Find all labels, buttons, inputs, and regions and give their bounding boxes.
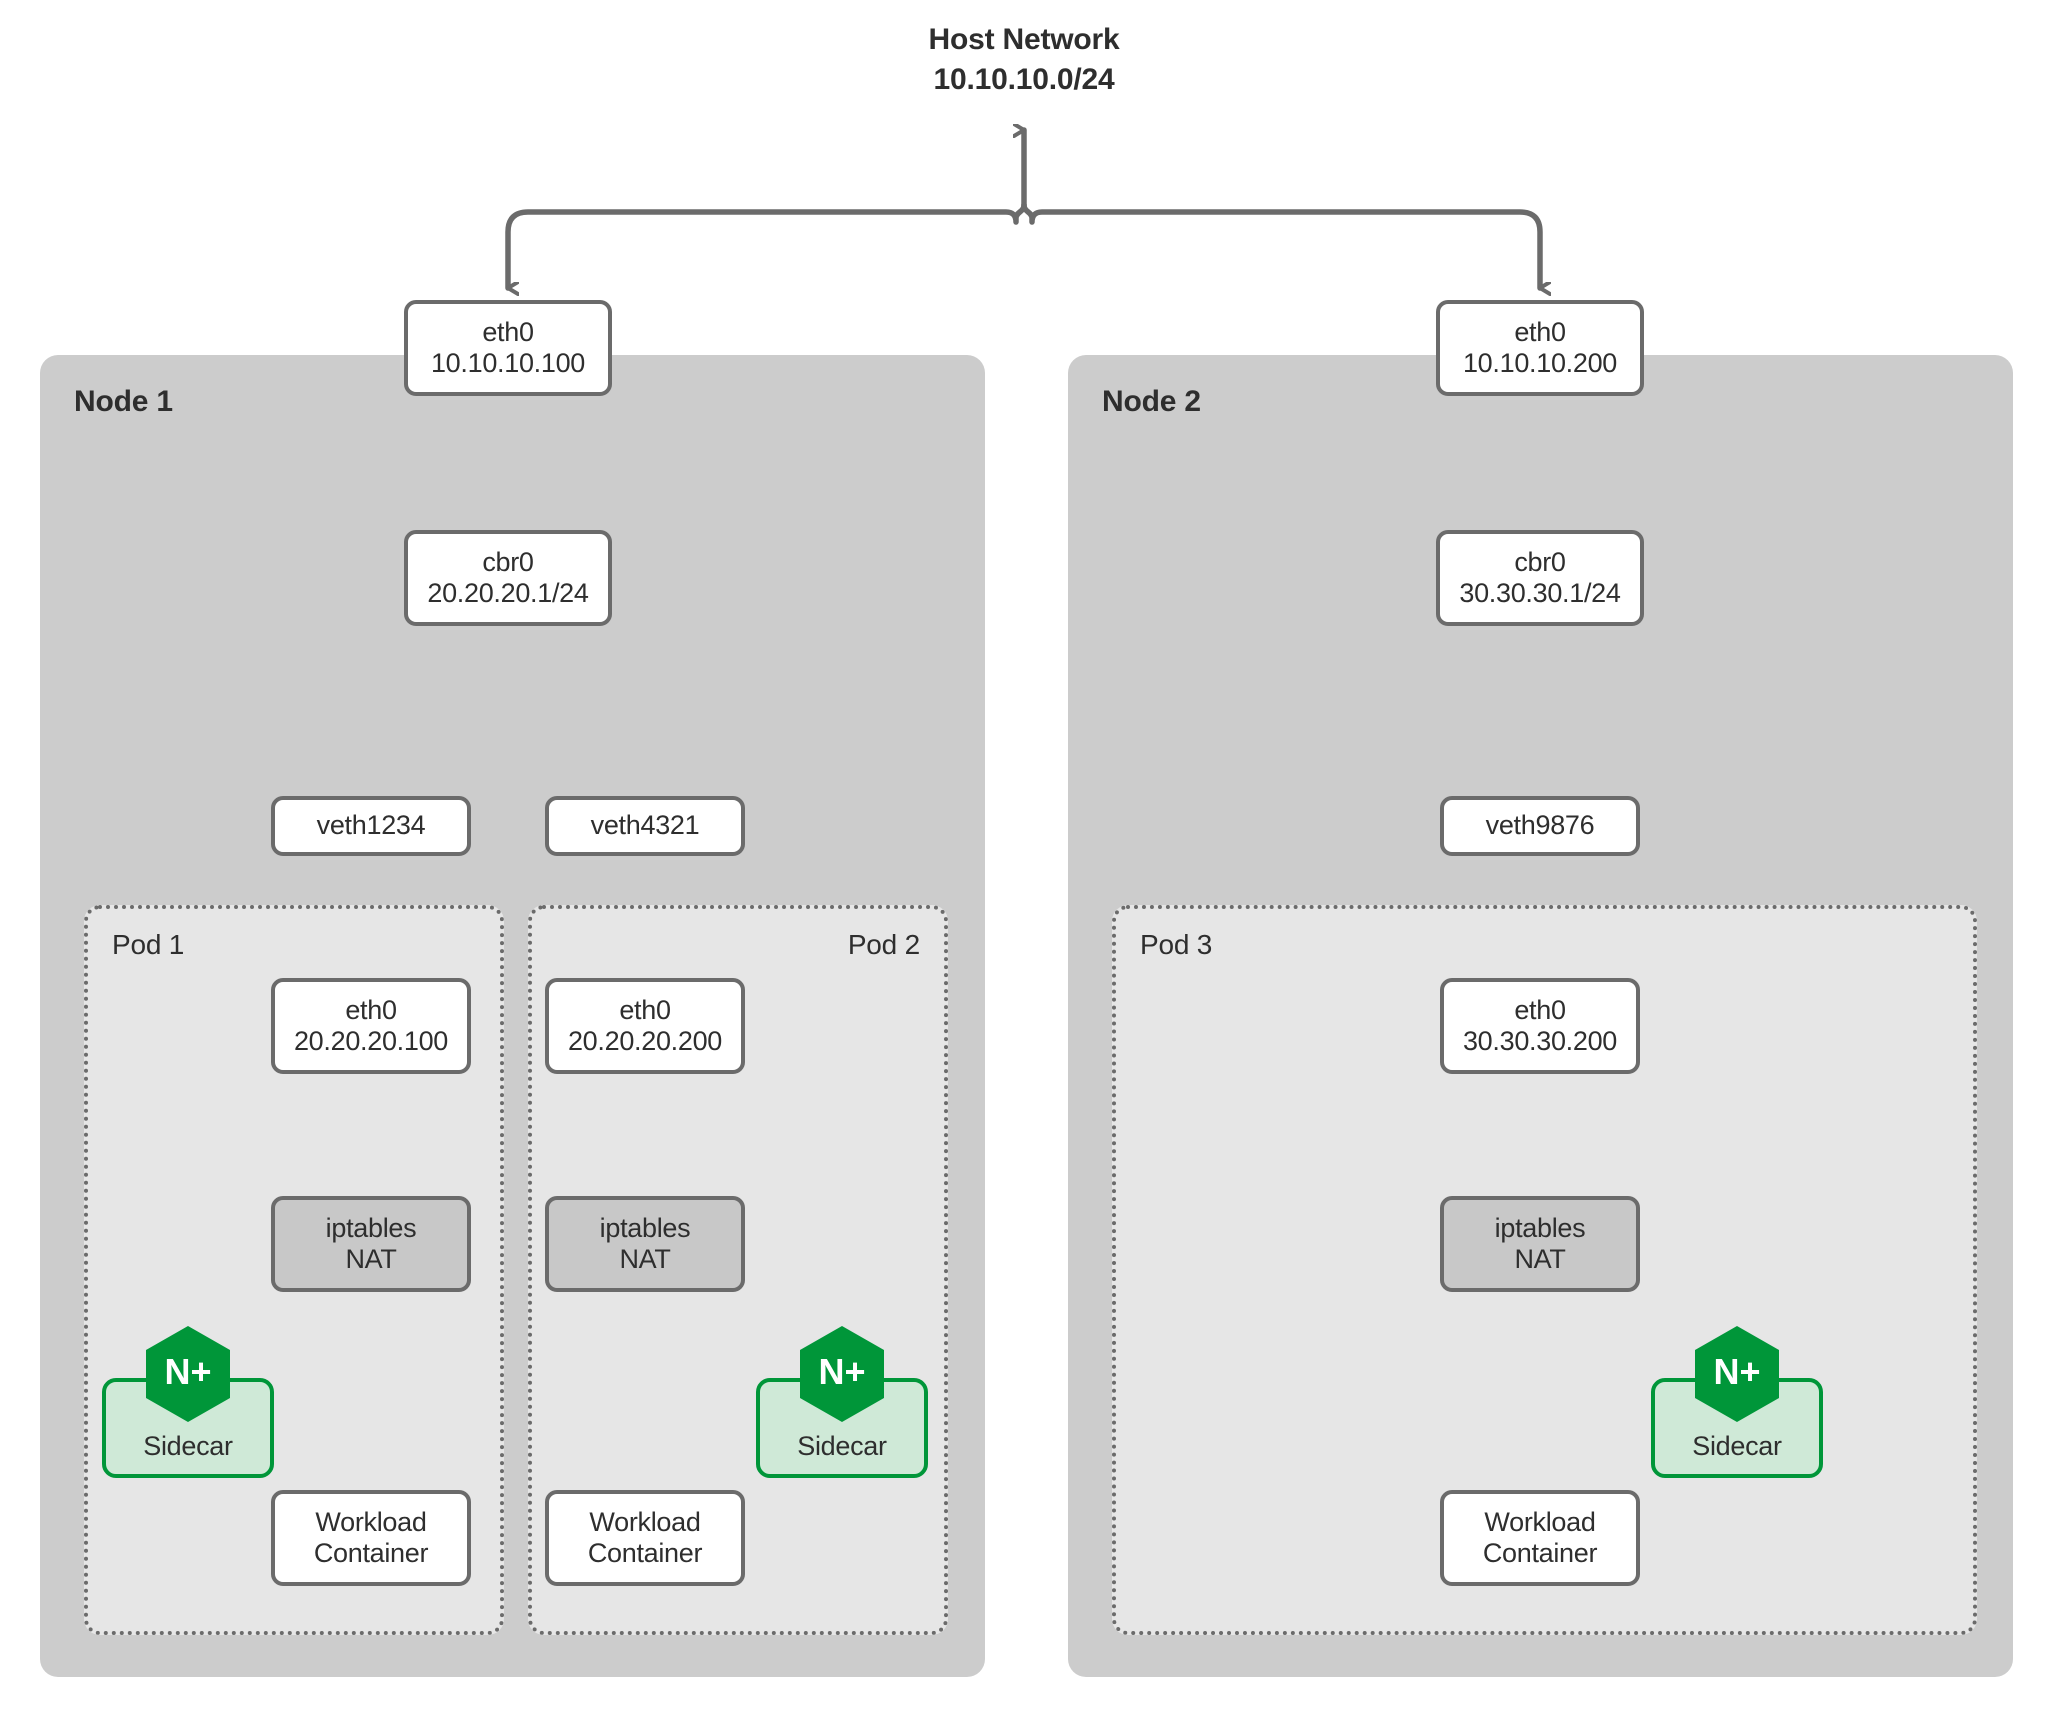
node-1-veth4321-box[interactable]: veth4321 xyxy=(545,796,745,856)
node-2-eth0-address: 10.10.10.200 xyxy=(1462,348,1618,378)
pod-2-nat-label: NAT xyxy=(619,1244,671,1274)
node-2-label: Node 2 xyxy=(1102,385,1201,418)
host-network-cidr: 10.10.10.0/24 xyxy=(933,62,1115,96)
pod-3-label: Pod 3 xyxy=(1140,929,1213,960)
pod-3-workload-line2: Container xyxy=(1482,1538,1598,1568)
svg-text:N+: N+ xyxy=(164,1351,211,1392)
node-1-veth1234-box[interactable]: veth1234 xyxy=(271,796,471,856)
pod-1-nginx-plus-icon: N+ xyxy=(143,1324,233,1424)
pod-2-iptables-nat-box[interactable]: iptables NAT xyxy=(545,1196,745,1292)
node-2-eth0-name: eth0 xyxy=(1514,316,1566,347)
pod-3-sidecar-label: Sidecar xyxy=(1692,1431,1782,1461)
node-1-cbr0-address: 20.20.20.1/24 xyxy=(427,578,589,608)
pod-1-label: Pod 1 xyxy=(112,929,185,960)
pod-3-eth0-address: 30.30.30.200 xyxy=(1462,1026,1618,1056)
svg-text:N+: N+ xyxy=(1713,1351,1760,1392)
svg-text:N+: N+ xyxy=(818,1351,865,1392)
node-2-veth9876-label: veth9876 xyxy=(1485,810,1595,841)
node-2-cbr0-address: 30.30.30.1/24 xyxy=(1459,578,1621,608)
pod-1-eth0-box[interactable]: eth0 20.20.20.100 xyxy=(271,978,471,1074)
pod-1-iptables-label: iptables xyxy=(325,1212,417,1243)
pod-3-workload-container-box[interactable]: Workload Container xyxy=(1440,1490,1640,1586)
node-1-eth0-name: eth0 xyxy=(482,316,534,347)
node-1-label: Node 1 xyxy=(74,385,173,418)
pod-2-eth0-box[interactable]: eth0 20.20.20.200 xyxy=(545,978,745,1074)
pod-3-iptables-label: iptables xyxy=(1494,1212,1586,1243)
pod-2-label: Pod 2 xyxy=(847,929,920,960)
node-1-eth0-address: 10.10.10.100 xyxy=(430,348,586,378)
pod-1-workload-line1: Workload xyxy=(315,1506,427,1537)
node-1-veth4321-label: veth4321 xyxy=(590,810,700,841)
pod-3-nat-label: NAT xyxy=(1514,1244,1566,1274)
host-network-title: Host Network 10.10.10.0/24 xyxy=(0,20,2048,100)
node-2-cbr0-name: cbr0 xyxy=(1514,546,1566,577)
node-2-eth0-box[interactable]: eth0 10.10.10.200 xyxy=(1436,300,1644,396)
pod-2-iptables-label: iptables xyxy=(599,1212,691,1243)
pod-2-sidecar-label: Sidecar xyxy=(797,1431,887,1461)
pod-2-eth0-address: 20.20.20.200 xyxy=(567,1026,723,1056)
pod-1-nat-label: NAT xyxy=(345,1244,397,1274)
pod-1-eth0-name: eth0 xyxy=(345,994,397,1025)
pod-3-eth0-box[interactable]: eth0 30.30.30.200 xyxy=(1440,978,1640,1074)
node-1-cbr0-name: cbr0 xyxy=(482,546,534,577)
pod-3-iptables-nat-box[interactable]: iptables NAT xyxy=(1440,1196,1640,1292)
pod-3-workload-line1: Workload xyxy=(1484,1506,1596,1537)
pod-1-eth0-address: 20.20.20.100 xyxy=(293,1026,449,1056)
node-1-veth1234-label: veth1234 xyxy=(316,810,426,841)
pod-3-eth0-name: eth0 xyxy=(1514,994,1566,1025)
node-2-veth9876-box[interactable]: veth9876 xyxy=(1440,796,1640,856)
pod-3-nginx-plus-icon: N+ xyxy=(1692,1324,1782,1424)
pod-1-workload-line2: Container xyxy=(313,1538,429,1568)
node-1-cbr0-box[interactable]: cbr0 20.20.20.1/24 xyxy=(404,530,612,626)
pod-2-eth0-name: eth0 xyxy=(619,994,671,1025)
pod-1-sidecar-label: Sidecar xyxy=(143,1431,233,1461)
node-1-eth0-box[interactable]: eth0 10.10.10.100 xyxy=(404,300,612,396)
pod-2-workload-line1: Workload xyxy=(589,1506,701,1537)
pod-2-workload-container-box[interactable]: Workload Container xyxy=(545,1490,745,1586)
pod-1-iptables-nat-box[interactable]: iptables NAT xyxy=(271,1196,471,1292)
node-2-cbr0-box[interactable]: cbr0 30.30.30.1/24 xyxy=(1436,530,1644,626)
host-network-name: Host Network xyxy=(928,23,1120,56)
pod-2-workload-line2: Container xyxy=(587,1538,703,1568)
pod-2-nginx-plus-icon: N+ xyxy=(797,1324,887,1424)
pod-1-workload-container-box[interactable]: Workload Container xyxy=(271,1490,471,1586)
